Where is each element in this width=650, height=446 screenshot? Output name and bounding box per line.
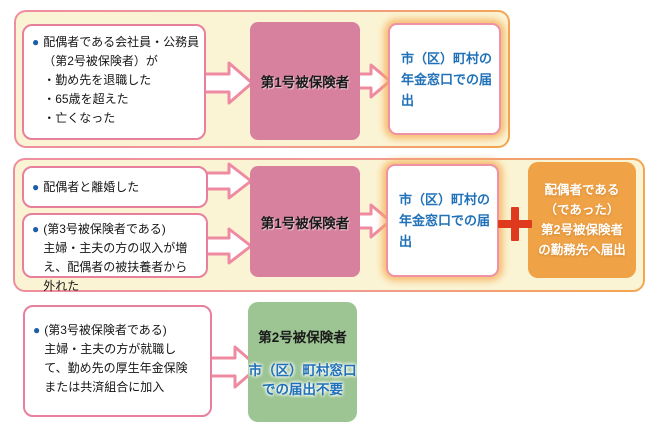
cause-text: 配偶者である会社員・公務員 （第2号被保険者）が ・勤め先を退職した ・65歳を… (43, 35, 200, 125)
cause-text: 配偶者と離婚した (43, 180, 140, 194)
no-notification-needed-box: 第2号被保険者 市（区）町村窓口 での届出不要 (248, 302, 357, 422)
cause-box-employment: ● (第3号被保険者である) 主婦・主夫の方が就職し て、勤め先の厚生年金保険 … (23, 305, 212, 417)
insured-type-box-no1: 第1号被保険者 (250, 22, 360, 140)
cause-box-income-increase: ● (第3号被保険者である) 主婦・主夫の方の収入が増 え、配偶者の被扶養者から… (22, 213, 208, 293)
cause-box-divorce: ● 配偶者と離婚した (22, 166, 208, 208)
extra-action-text: 配偶者である （であった） 第2号被保険者 の勤務先へ届出 (538, 183, 626, 257)
action-text: 市（区）町村の 年金窓口での届出 (401, 50, 493, 108)
bullet-icon: ● (33, 323, 41, 337)
insured-type-box-no1: 第1号被保険者 (250, 166, 360, 277)
bullet-icon: ● (32, 35, 40, 49)
cause-box-spouse-employee: ● 配偶者である会社員・公務員 （第2号被保険者）が ・勤め先を退職した ・65… (22, 24, 206, 140)
arrow-right-icon (356, 63, 392, 99)
arrow-right-icon (203, 162, 253, 200)
municipal-office-notification-box: 市（区）町村の 年金窓口での届出 (388, 23, 501, 135)
insured-type-label: 第2号被保険者 (258, 329, 347, 345)
workplace-notification-box: 配偶者である （であった） 第2号被保険者 の勤務先へ届出 (528, 162, 636, 278)
plus-icon (496, 205, 534, 243)
cause-text: (第3号被保険者である) 主婦・主夫の方が就職し て、勤め先の厚生年金保険 また… (44, 323, 188, 394)
action-text: 市（区）町村の 年金窓口での届出 (399, 192, 491, 249)
insured-type-label: 第1号被保険者 (260, 215, 350, 231)
action-text: 市（区）町村窓口 での届出不要 (248, 362, 357, 397)
bullet-icon: ● (32, 222, 40, 236)
arrow-right-icon (208, 345, 260, 389)
arrow-right-icon (203, 227, 253, 265)
insured-type-label: 第1号被保険者 (260, 75, 350, 90)
arrow-right-icon (202, 61, 254, 105)
municipal-office-notification-box: 市（区）町村の 年金窓口での届出 (386, 164, 499, 277)
cause-text: (第3号被保険者である) 主婦・主夫の方の収入が増 え、配偶者の被扶養者から 外… (43, 222, 188, 293)
bullet-icon: ● (32, 180, 40, 194)
